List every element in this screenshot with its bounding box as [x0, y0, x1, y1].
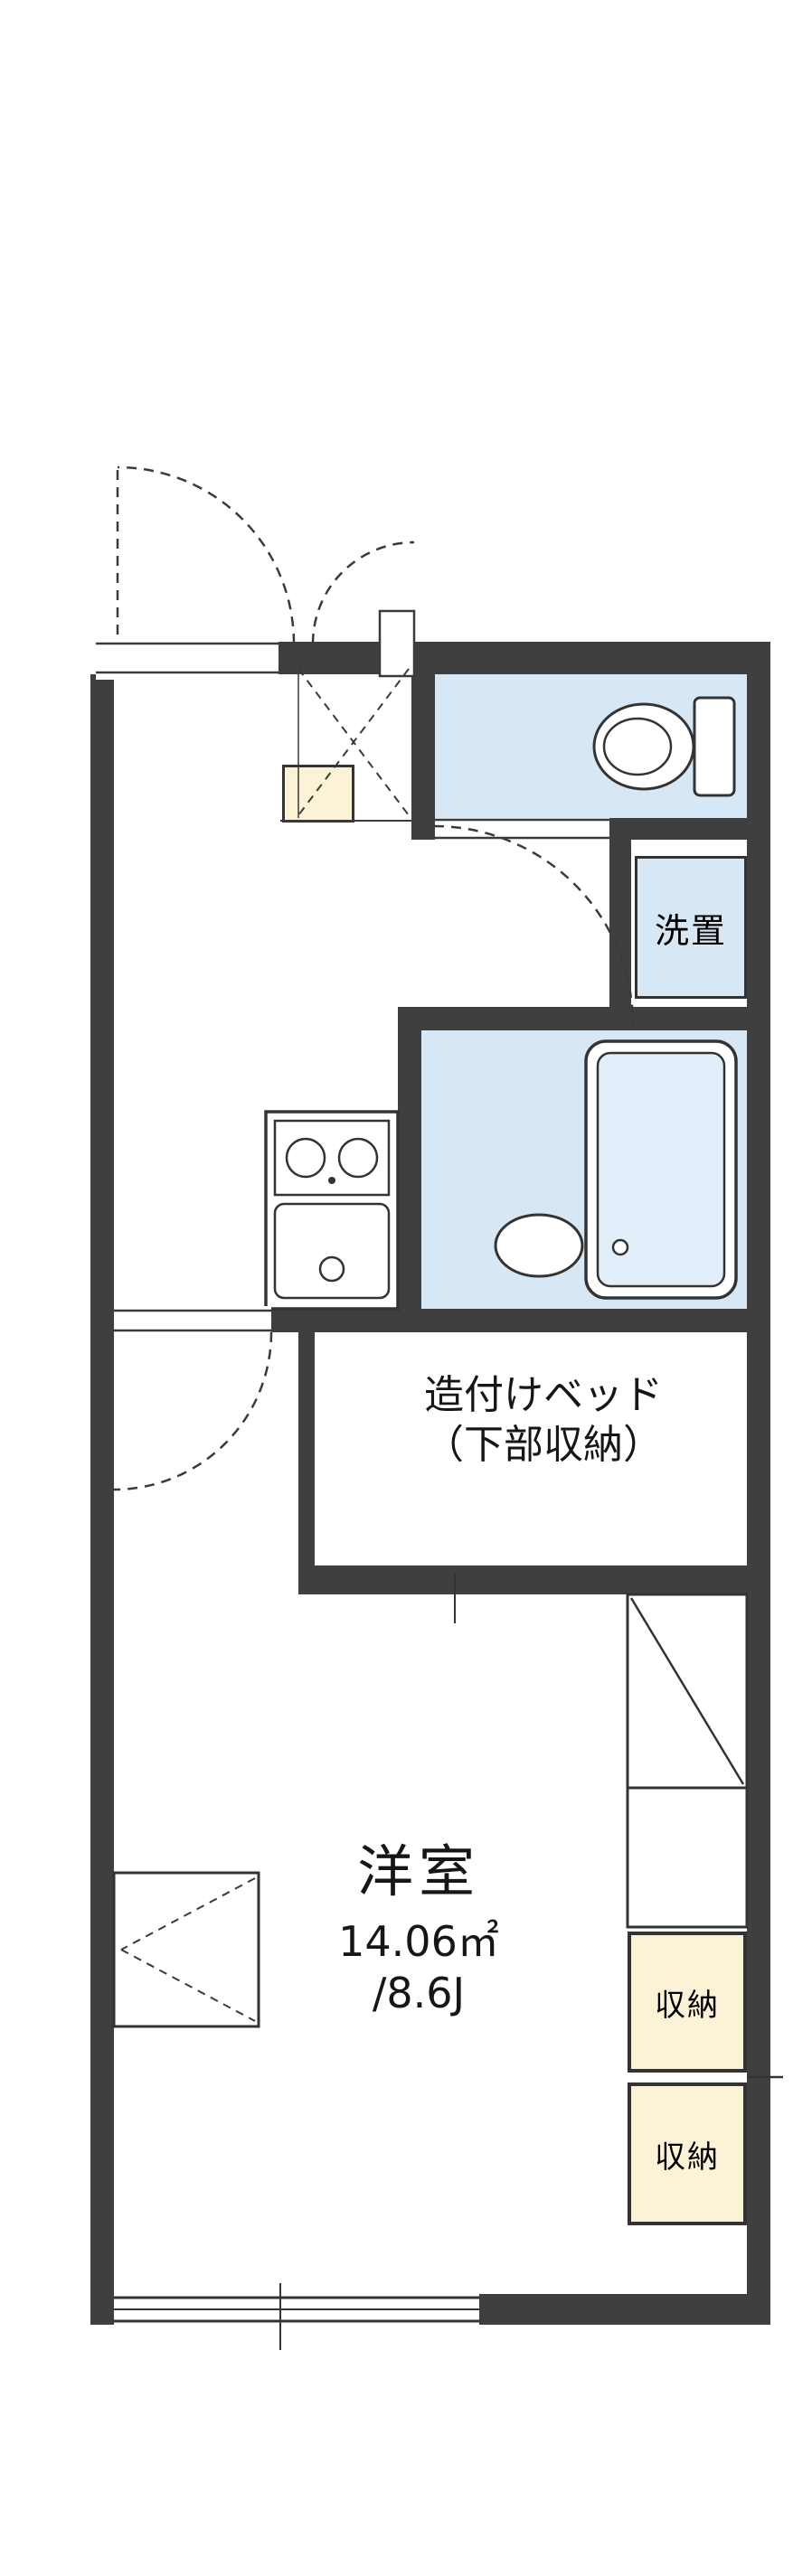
entrance-door-post: [378, 609, 416, 678]
storage-bottom-label: 収納: [655, 2139, 720, 2176]
wall-top-right: [414, 642, 770, 674]
wall-bath-top: [398, 1007, 770, 1030]
wall-bed-left: [298, 1332, 315, 1565]
storage-top-closet: 収納: [628, 1932, 747, 2073]
wall-entrance-toilet: [411, 674, 435, 840]
room-name: 洋室: [356, 1838, 480, 1904]
storage-bottom-closet: 収納: [628, 2082, 747, 2225]
room-door-swing-arc: [113, 1331, 273, 1491]
kitchen-unit: [264, 1110, 400, 1311]
room-area-tatami: /8.6J: [372, 1969, 466, 2017]
entrance-door-swing-arc-small: [311, 541, 415, 644]
bath-counter-icon: [494, 1213, 584, 1278]
shelf-area: [626, 1593, 749, 1929]
bed-label-line2: （下部収納）: [424, 1422, 663, 1468]
room-area-m2: 14.06㎡: [338, 1916, 499, 1966]
entrance-door-swing-arc: [117, 465, 296, 644]
genkan-door-mark: [280, 668, 411, 822]
wall-top-mid: [279, 642, 383, 674]
entrance-opening: [96, 636, 279, 680]
bay-feature: [112, 1871, 260, 2028]
laundry-label: 洗置: [654, 910, 727, 951]
washroom-door-swing-arc: [433, 824, 635, 1026]
wall-bed-bottom: [298, 1565, 770, 1594]
window: [114, 2283, 479, 2350]
wall-left: [90, 674, 114, 2325]
wall-below-toilet: [609, 818, 770, 840]
toilet-doorway: [435, 818, 609, 840]
room-doorway: [114, 1306, 271, 1335]
bed-label-line1: 造付けベッド: [424, 1372, 663, 1418]
wall-bath-left: [398, 1007, 421, 1332]
laundry-space: 洗置: [635, 856, 747, 999]
wall-bottom-right: [479, 2294, 770, 2325]
bed-label: 造付けベッド （下部収納）: [322, 1370, 765, 1470]
main-room-label: 洋室 14.06㎡ /8.6J: [211, 1837, 627, 2020]
storage-top-label: 収納: [655, 1987, 720, 2024]
sink-icon: [273, 1202, 391, 1300]
bathtub-icon: [584, 1039, 738, 1300]
wall-bed-top: [271, 1309, 770, 1332]
wall-right: [747, 642, 770, 2325]
toilet-icon: [592, 696, 736, 797]
